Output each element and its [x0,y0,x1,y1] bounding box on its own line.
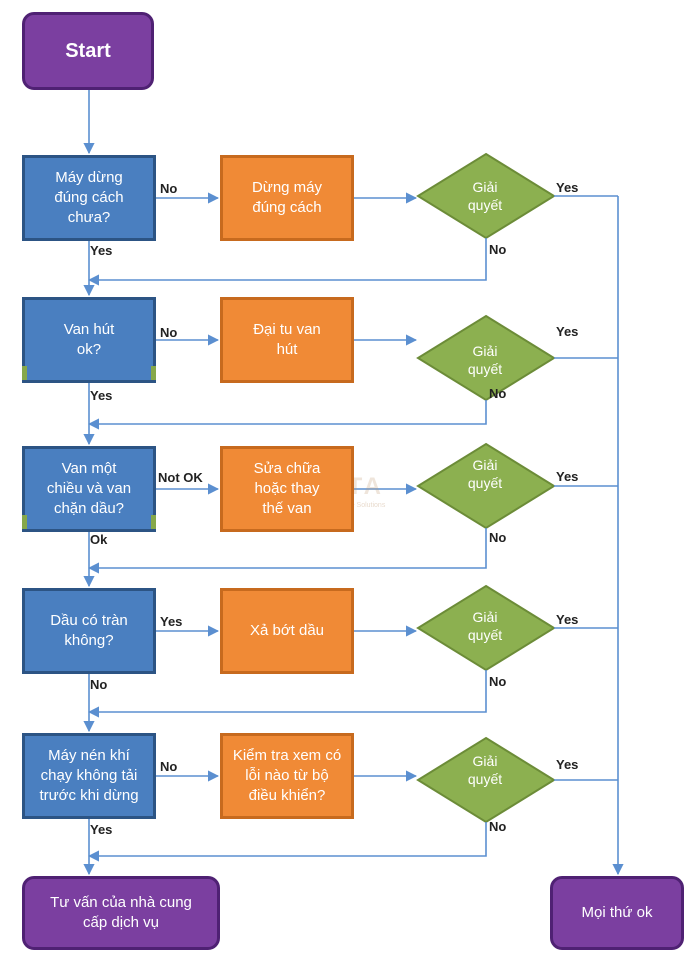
question-node-2: Van hút ok? [22,297,156,383]
down-label-3: Ok [90,532,108,547]
connector-decision-no-2 [87,400,487,430]
no-label-5: No [489,819,507,834]
green-tick-left [22,366,27,380]
decision-text-3: Giải quyết [467,457,503,491]
action-node-3: Sửa chữa hoặc thay thế van [220,446,354,532]
action-node-1: Dừng máy đúng cách [220,155,354,241]
action-text-3: Sửa chữa hoặc thay thế van [253,460,321,517]
connector-lines [83,90,624,876]
branch-label-5: No [160,759,178,774]
start-node: Start [22,12,154,90]
question-node-3: Van một chiều và van chặn dầu? [22,446,156,532]
action-text-2: Đại tu van hút [253,321,321,358]
decision-text-2: Giải quyết [467,343,503,377]
down-label-5: Yes [90,822,113,837]
no-label-4: No [489,674,507,689]
green-tick-right [151,366,156,380]
branch-label-4: Yes [160,614,183,629]
action-node-4: Xả bớt dầu [220,588,354,674]
no-label-3: No [489,530,507,545]
decision-text-1: Giải quyết [467,179,503,213]
question-node-5: Máy nén khí chạy không tải trước khi dừn… [22,733,156,819]
action-node-5: Kiểm tra xem có lỗi nào từ bộ điều khiển… [220,733,354,819]
end-ok-node: Mọi thứ ok [550,876,684,950]
connector-decision-no-1 [87,238,487,286]
question-text-4: Dầu có tràn không? [50,612,128,649]
down-label-1: Yes [90,243,113,258]
decision-text-5: Giải quyết [467,753,503,787]
green-tick-left [22,515,27,529]
action-text-1: Dừng máy đúng cách [251,179,323,216]
branch-label-1: No [160,181,178,196]
decision-text-4: Giải quyết [467,609,503,643]
branch-label-3: Not OK [158,470,203,485]
down-label-2: Yes [90,388,113,403]
question-node-4: Dầu có tràn không? [22,588,156,674]
question-text-5: Máy nén khí chạy không tải trước khi dừn… [39,747,139,804]
yes-label-1: Yes [556,180,579,195]
yes-label-4: Yes [556,612,579,627]
yes-label-2: Yes [556,324,579,339]
no-label-1: No [489,242,507,257]
decision-shapes [416,152,556,824]
question-text-1: Máy dừng đúng cách chưa? [54,169,124,226]
action-node-2: Đại tu van hút [220,297,354,383]
branch-label-2: No [160,325,178,340]
no-label-2: No [489,386,507,401]
question-node-1: Máy dừng đúng cách chưa? [22,155,156,241]
down-label-4: No [90,677,108,692]
yes-label-5: Yes [556,757,579,772]
question-text-3: Van một chiều và van chặn dầu? [46,460,132,517]
end-consult-node: Tư vấn của nhà cung cấp dịch vụ [22,876,220,950]
connector-decision-no-4 [87,670,487,718]
question-text-2: Van hút ok? [63,321,115,358]
connector-decision-no-3 [87,528,487,574]
action-text-4: Xả bớt dầu [249,622,325,639]
connector-decision-no-5 [87,822,487,862]
action-text-5: Kiểm tra xem có lỗi nào từ bộ điều khiển… [232,747,342,804]
yes-label-3: Yes [556,469,579,484]
green-tick-right [151,515,156,529]
